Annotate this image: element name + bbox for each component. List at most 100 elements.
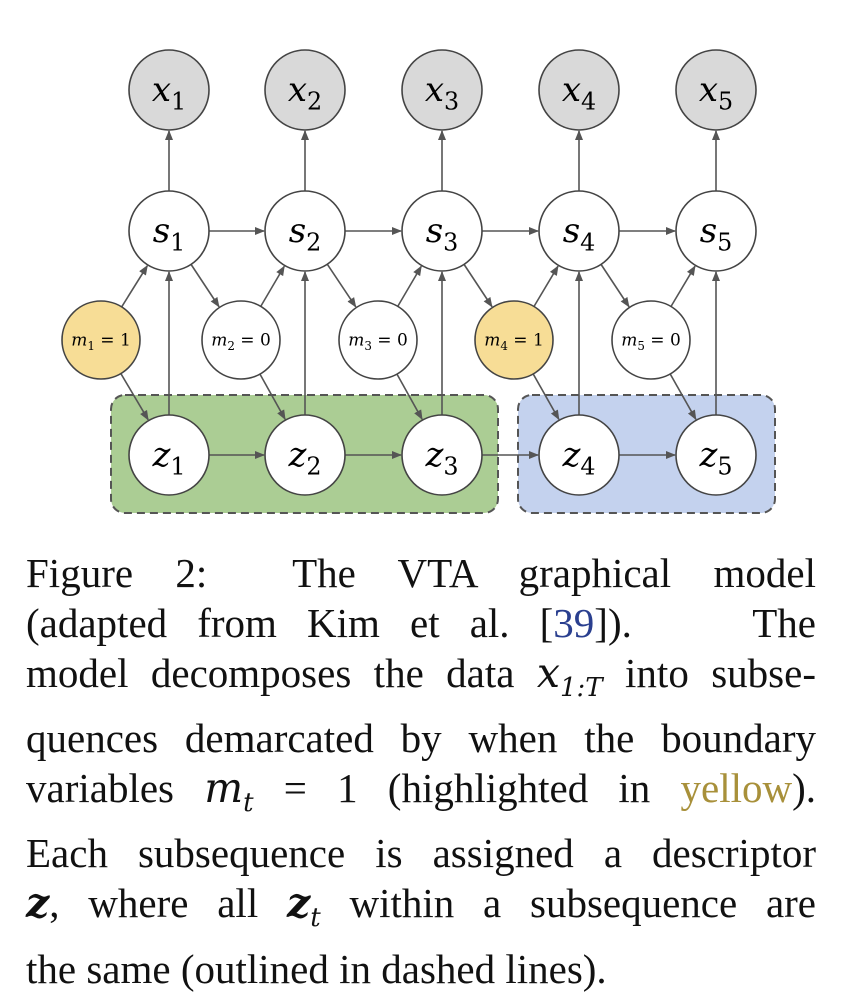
caption-text: = 1 xyxy=(253,765,358,812)
node-s3: s3 xyxy=(401,190,483,272)
node-x2-circle xyxy=(264,49,346,131)
node-m3-label: m3 = 0 xyxy=(348,331,408,353)
caption-line-7: z, where all zt within a subsequence are xyxy=(26,878,816,943)
node-s5-circle xyxy=(675,190,757,272)
edge-m-to-z xyxy=(532,373,560,421)
node-s2: s2 xyxy=(264,190,346,272)
node-s4-circle xyxy=(538,190,620,272)
math-z-bold: z xyxy=(26,879,50,928)
caption-text: into subse- xyxy=(602,650,816,696)
edge-s-to-m xyxy=(190,263,220,308)
math-m-subscript: t xyxy=(243,788,254,819)
node-x2: x2 xyxy=(264,49,346,131)
node-z5: z5 xyxy=(675,414,757,496)
edge-m-to-s xyxy=(260,265,285,307)
node-m3-circle xyxy=(338,300,418,380)
node-x5-circle xyxy=(675,49,757,131)
node-s4: s4 xyxy=(538,190,620,272)
node-s2-label: s2 xyxy=(289,211,322,257)
caption-text: ). xyxy=(792,765,817,812)
node-x5-label: x5 xyxy=(699,70,733,116)
node-z4-circle xyxy=(538,414,620,496)
caption-text: variables xyxy=(26,765,205,812)
figure-caption: Figure 2: The VTA graphical model (adapt… xyxy=(26,548,816,994)
caption-line-6: Each subsequence is assigned a descripto… xyxy=(26,830,816,877)
node-x3-label: x3 xyxy=(425,70,459,116)
node-m2-label: m2 = 0 xyxy=(211,331,271,353)
node-m1-label: m1 = 1 xyxy=(71,331,131,353)
edge-m-to-z xyxy=(259,373,286,421)
edge-m-to-z xyxy=(120,373,149,421)
node-s5-label: s5 xyxy=(700,211,733,257)
node-x4-circle xyxy=(538,49,620,131)
node-s1-label: s1 xyxy=(153,211,186,257)
node-m4-label: m4 = 1 xyxy=(484,331,544,353)
node-s1: s1 xyxy=(128,190,210,272)
node-m1: m1 = 1 xyxy=(61,300,141,380)
vta-graphical-model: x1 x2 x3 x4 x5 s1 s2 s3 s4 s5 m1 = 1 m2 = 0 m3 = 0 m4… xyxy=(61,49,776,514)
node-s3-label: s3 xyxy=(426,211,459,257)
node-z2: z2 xyxy=(264,414,346,496)
caption-text: ]). xyxy=(594,600,632,646)
node-m3: m3 = 0 xyxy=(338,300,418,380)
node-z1-label: z1 xyxy=(151,435,185,481)
figure-label: Figure 2: xyxy=(26,550,208,596)
node-x1: x1 xyxy=(128,49,210,131)
caption-line-5: variables mt = 1 (highlighted in yellow)… xyxy=(26,763,816,828)
node-s2-circle xyxy=(264,190,346,272)
node-m2: m2 = 0 xyxy=(201,300,281,380)
caption-text: within a subsequence are xyxy=(320,880,816,927)
node-m5-label: m5 = 0 xyxy=(621,331,681,353)
caption-line-3: model decomposes the data x1:T into subs… xyxy=(26,648,816,713)
node-z2-circle xyxy=(264,414,346,496)
edge-s-to-m xyxy=(463,263,493,308)
node-s3-circle xyxy=(401,190,483,272)
node-z4: z4 xyxy=(538,414,620,496)
edge-m-to-s xyxy=(120,264,148,308)
node-x3: x3 xyxy=(401,49,483,131)
math-m: m xyxy=(204,764,244,813)
edge-m-to-z xyxy=(669,373,697,421)
node-z5-circle xyxy=(675,414,757,496)
node-m5: m5 = 0 xyxy=(611,300,691,380)
node-m2-circle xyxy=(201,300,281,380)
node-x5: x5 xyxy=(675,49,757,131)
caption-line-8: the same (outlined in dashed lines). xyxy=(26,945,607,992)
node-z1-circle xyxy=(128,414,210,496)
node-s5: s5 xyxy=(675,190,757,272)
caption-line-2: (adapted from Kim et al. [39]). The xyxy=(26,598,816,648)
math-x-subscript: 1:T xyxy=(559,673,603,704)
node-z1: z1 xyxy=(128,414,210,496)
math-x: x xyxy=(536,649,560,697)
edge-m-to-s xyxy=(397,265,422,307)
node-z5-label: z5 xyxy=(698,435,732,481)
caption-text: (adapted from Kim et al. [ xyxy=(26,600,554,646)
node-z3-label: z3 xyxy=(424,435,458,481)
node-x4: x4 xyxy=(538,49,620,131)
caption-text: , where all xyxy=(49,880,287,927)
node-x2-label: x2 xyxy=(288,70,322,116)
caption-text: (highlighted in xyxy=(357,765,681,812)
citation-link[interactable]: 39 xyxy=(553,600,595,646)
caption-title: The VTA graphical model xyxy=(292,550,817,596)
caption-text: model decomposes the data xyxy=(26,650,537,696)
node-x4-label: x4 xyxy=(562,70,596,116)
caption-text: The xyxy=(752,600,816,646)
edge-m-to-z xyxy=(396,373,423,421)
node-x1-label: x1 xyxy=(152,70,186,116)
node-s1-circle xyxy=(128,190,210,272)
node-z4-label: z4 xyxy=(561,435,595,481)
node-s4-label: s4 xyxy=(563,211,596,257)
node-x3-circle xyxy=(401,49,483,131)
node-m1-circle xyxy=(61,300,141,380)
node-m5-circle xyxy=(611,300,691,380)
yellow-highlight-word: yellow xyxy=(680,765,793,812)
edge-s-to-m xyxy=(600,263,630,308)
math-zt-bold: z xyxy=(286,879,311,928)
edge-m-to-s xyxy=(533,265,559,307)
math-zt-subscript: t xyxy=(310,903,321,934)
node-z3: z3 xyxy=(401,414,483,496)
caption-line-4: quences demarcated by when the boundary xyxy=(26,715,816,762)
node-m4-circle xyxy=(474,300,554,380)
edge-s-to-m xyxy=(326,263,357,308)
